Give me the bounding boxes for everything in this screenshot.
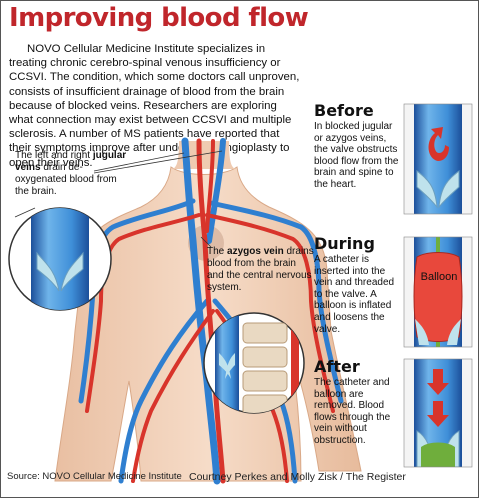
down-arrow-icon [427,369,449,427]
azygos-note-bold: azygos vein [227,246,284,257]
step-after-heading: After [314,357,360,376]
step-during-heading: During [314,234,375,253]
step-during-text: A catheter is inserted into the vein and… [314,254,395,335]
azygos-note-post: drains blood from the brain and the cent… [207,246,314,293]
step-after: After The catheter and balloon are remov… [314,358,474,447]
jugular-note-bold: jugular veins [15,150,127,173]
intro-text: NOVO Cellular Medicine Institute special… [9,42,304,170]
step-after-text: The catheter and balloon are removed. Bl… [314,377,391,446]
step-before-text: In blocked jugular or azygos veins, the … [314,121,399,190]
azygos-note-pre: The [207,246,225,257]
credit-line: Courtney Perkes and Molly Zisk / The Reg… [189,471,406,483]
azygos-zoom-circle [203,312,305,414]
balloon-label-wrap: Balloon [404,267,474,285]
during-panel-illustration [404,237,472,347]
jugular-note-pre: The left and right [15,150,91,161]
source-line: Source: NOVO Cellular Medicine Institute [7,471,182,482]
step-during: During A catheter is inserted into the v… [314,235,474,335]
leader-lines [14,150,223,248]
neck-shape [171,141,237,169]
step-before: Before In blocked jugular or azygos vein… [314,102,474,191]
infographic-title: Improving blood flow [9,3,309,33]
step-before-heading: Before [314,101,374,120]
jugular-note-post: drain de-oxygenated blood from the brain… [15,162,117,197]
jugular-note: The left and right jugular veins drain d… [15,150,133,198]
jugular-zoom-circle [8,207,112,311]
source-name: NOVO Cellular Medicine Institute [42,471,182,482]
azygos-note: The azygos vein drains blood from the br… [207,246,315,294]
before-panel-illustration [404,104,472,214]
after-panel-illustration [404,359,472,467]
source-label: Source: [7,471,40,482]
balloon-label: Balloon [420,271,458,283]
intro-paragraph: NOVO Cellular Medicine Institute special… [9,43,300,169]
